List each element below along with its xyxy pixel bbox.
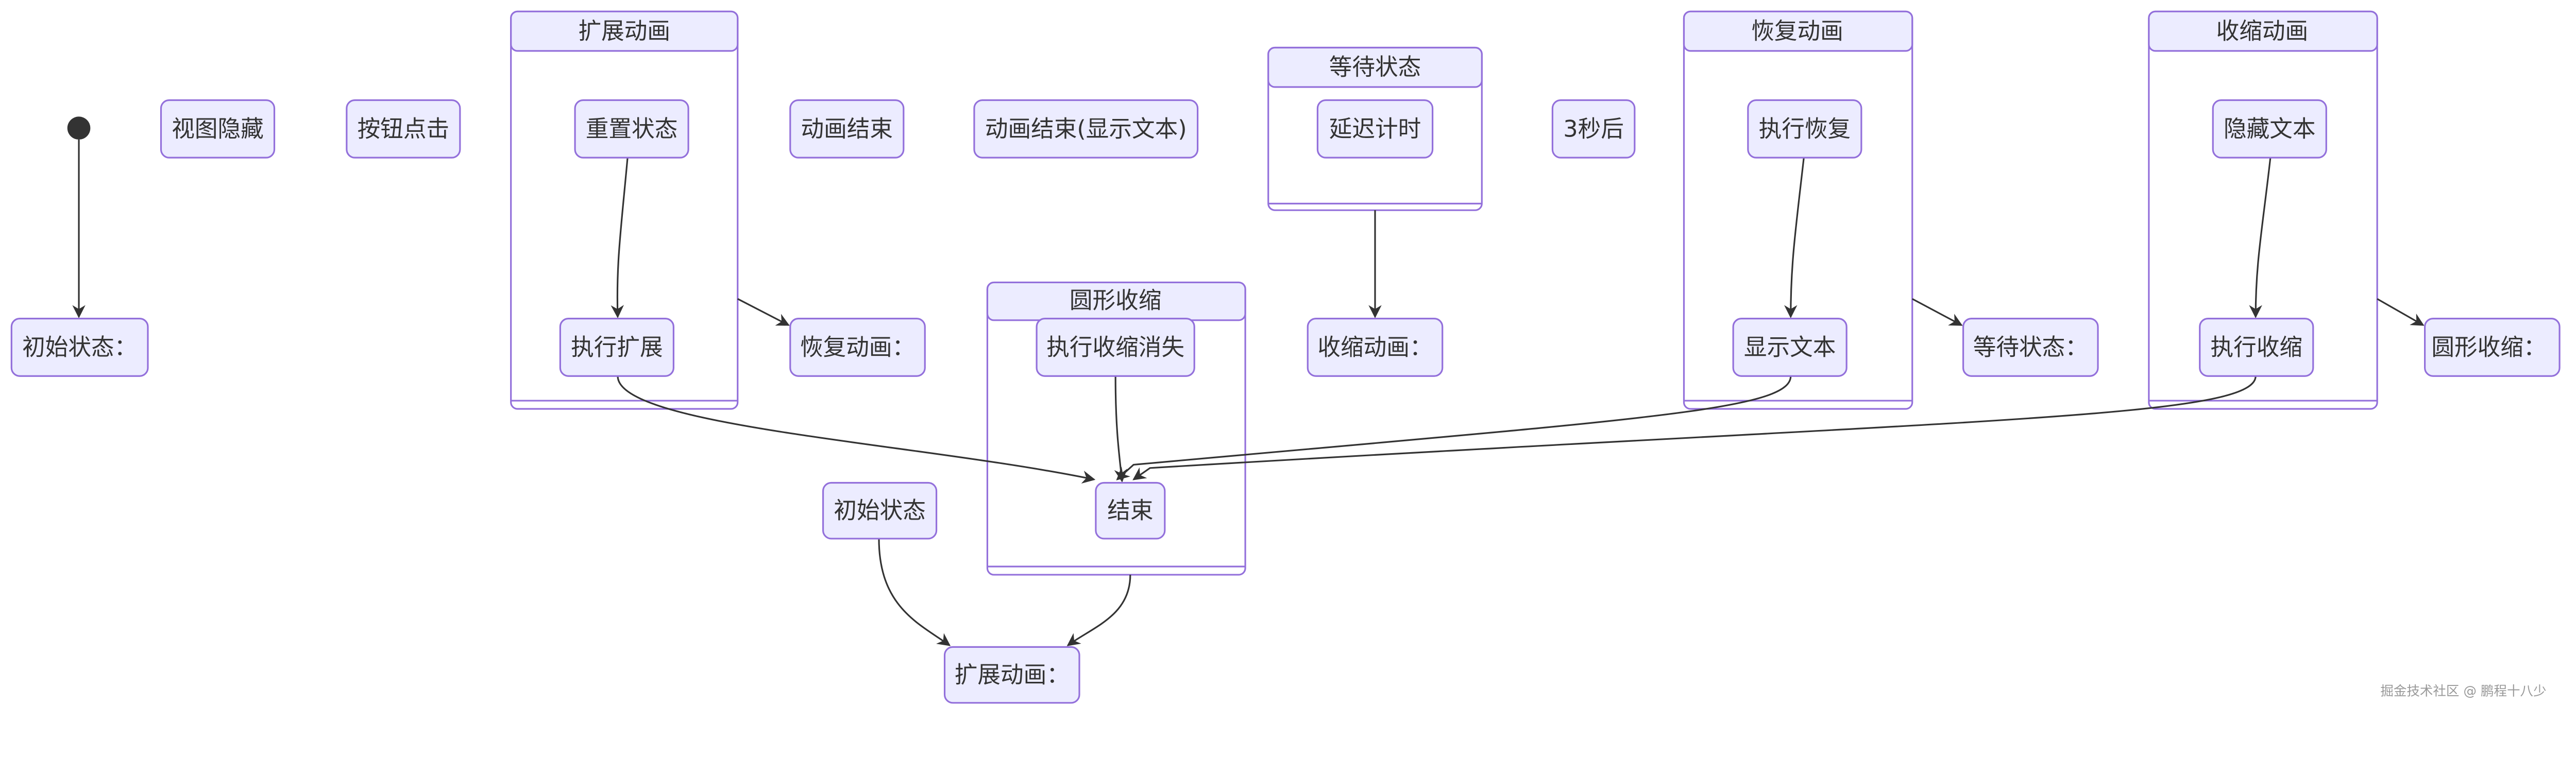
- state-label: 延迟计时: [1329, 115, 1421, 142]
- state-label: 执行恢复: [1759, 115, 1851, 142]
- transitions: [72, 140, 2425, 646]
- state-label: 按钮点击: [358, 115, 450, 142]
- state-label: 重置状态: [586, 115, 678, 142]
- state-label: 恢复动画：: [800, 334, 915, 360]
- edge: [1114, 376, 1128, 483]
- edge: [737, 298, 790, 326]
- edge: [1116, 376, 1792, 480]
- state-anim-end-show-text[interactable]: 动画结束(显示文本): [973, 99, 1199, 159]
- state-do-shrink[interactable]: 执行收缩: [2199, 318, 2314, 377]
- state-expand-anim-colon[interactable]: 扩展动画：: [943, 646, 1080, 704]
- start-state-icon: [67, 116, 91, 140]
- state-label: 动画结束(显示文本): [985, 115, 1187, 142]
- composite-title: 等待状态: [1329, 54, 1421, 81]
- state-button-click[interactable]: 按钮点击: [346, 99, 461, 159]
- composite-title: 扩展动画: [578, 18, 670, 45]
- state-after-3s[interactable]: 3秒后: [1551, 99, 1636, 159]
- state-restore-anim-colon[interactable]: 恢复动画：: [789, 318, 926, 377]
- state-label: 圆形收缩：: [2431, 334, 2546, 360]
- state-circle-shrink-colon[interactable]: 圆形收缩：: [2424, 318, 2561, 377]
- state-initial[interactable]: 初始状态: [822, 481, 938, 540]
- state-reset[interactable]: 重置状态: [574, 99, 689, 159]
- state-do-restore[interactable]: 执行恢复: [1747, 99, 1862, 159]
- state-delay-timer[interactable]: 延迟计时: [1316, 99, 1434, 159]
- state-label: 3秒后: [1563, 115, 1624, 142]
- composite-title: 恢复动画: [1751, 18, 1843, 45]
- state-label: 执行收缩: [2211, 334, 2303, 360]
- state-hide-text[interactable]: 隐藏文本: [2212, 99, 2327, 159]
- state-show-text[interactable]: 显示文本: [1732, 318, 1848, 377]
- state-label: 显示文本: [1744, 334, 1836, 360]
- edge: [1066, 575, 1131, 646]
- composite-title: 收缩动画: [2216, 18, 2309, 45]
- state-label: 等待状态：: [1973, 334, 2088, 360]
- state-label: 执行扩展: [571, 334, 663, 360]
- edge: [611, 157, 629, 318]
- state-label: 动画结束: [801, 115, 893, 142]
- state-shrink-vanish[interactable]: 执行收缩消失: [1036, 318, 1195, 377]
- state-label: 初始状态：: [22, 334, 137, 360]
- edge: [2377, 298, 2425, 326]
- state-label: 扩展动画：: [955, 662, 1070, 689]
- edge: [2249, 157, 2272, 318]
- state-label: 隐藏文本: [2224, 115, 2316, 142]
- state-label: 收缩动画：: [1317, 334, 1432, 360]
- state-end[interactable]: 结束: [1095, 481, 1166, 540]
- edge: [617, 376, 1096, 484]
- edge: [1132, 376, 2257, 480]
- edge: [878, 538, 951, 646]
- state-diagram: 扩展动画 等待状态 恢复动画 收缩动画 圆形收缩: [10, 10, 2561, 704]
- state-wait-colon[interactable]: 等待状态：: [1962, 318, 2099, 377]
- state-label: 结束: [1107, 497, 1153, 524]
- watermark: 掘金技术社区 @ 鹏程十八少: [2380, 683, 2546, 699]
- composite-title: 圆形收缩: [1070, 287, 1162, 314]
- state-anim-end[interactable]: 动画结束: [789, 99, 905, 159]
- edge: [1784, 157, 1805, 318]
- state-initial-colon[interactable]: 初始状态：: [10, 318, 149, 377]
- state-view-hidden[interactable]: 视图隐藏: [160, 99, 276, 159]
- edge: [1911, 298, 1963, 326]
- state-label: 初始状态: [834, 497, 926, 524]
- state-shrink-anim-colon[interactable]: 收缩动画：: [1307, 318, 1444, 377]
- state-do-expand[interactable]: 执行扩展: [559, 318, 674, 377]
- state-label: 视图隐藏: [172, 115, 264, 142]
- state-label: 执行收缩消失: [1046, 334, 1184, 360]
